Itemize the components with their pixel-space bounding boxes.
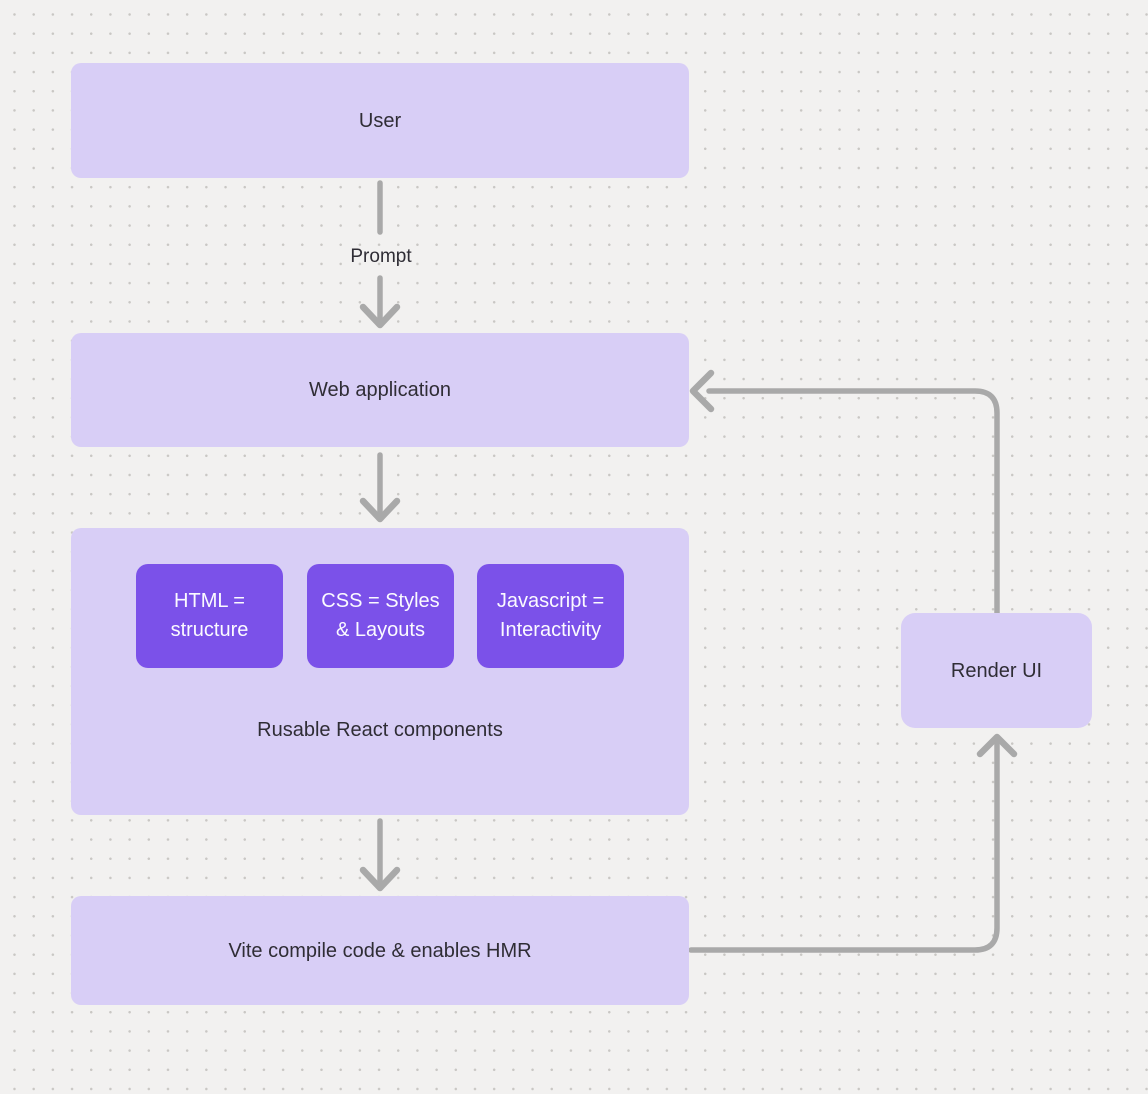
subnode-css[interactable]: CSS = Styles & Layouts bbox=[307, 564, 454, 668]
node-web-application[interactable]: Web application bbox=[71, 333, 689, 447]
subnode-javascript[interactable]: Javascript = Interactivity bbox=[477, 564, 624, 668]
node-render-ui[interactable]: Render UI bbox=[901, 613, 1092, 728]
edge-render-to-web bbox=[689, 369, 1000, 616]
edge-components-to-vite bbox=[359, 818, 401, 892]
node-web-application-label: Web application bbox=[309, 379, 451, 401]
node-render-ui-label: Render UI bbox=[950, 659, 1043, 682]
node-components-container[interactable]: HTML = structure CSS = Styles & Layouts … bbox=[71, 528, 689, 815]
edge-vite-to-render bbox=[688, 733, 1018, 953]
edge-label-prompt: Prompt bbox=[350, 246, 412, 267]
edge-web-to-components bbox=[359, 452, 401, 523]
node-vite[interactable]: Vite compile code & enables HMR bbox=[71, 896, 689, 1005]
subnode-html-label: HTML = structure bbox=[170, 590, 249, 641]
node-user-label: User bbox=[358, 109, 402, 132]
node-user[interactable]: User bbox=[71, 63, 689, 178]
node-vite-label: Vite compile code & enables HMR bbox=[228, 939, 532, 962]
subnode-html[interactable]: HTML = structure bbox=[136, 564, 283, 668]
subnode-css-label: CSS = Styles & Layouts bbox=[321, 590, 440, 641]
node-components-label: Rusable React components bbox=[257, 719, 503, 741]
subnode-javascript-label: Javascript = Interactivity bbox=[496, 590, 605, 641]
